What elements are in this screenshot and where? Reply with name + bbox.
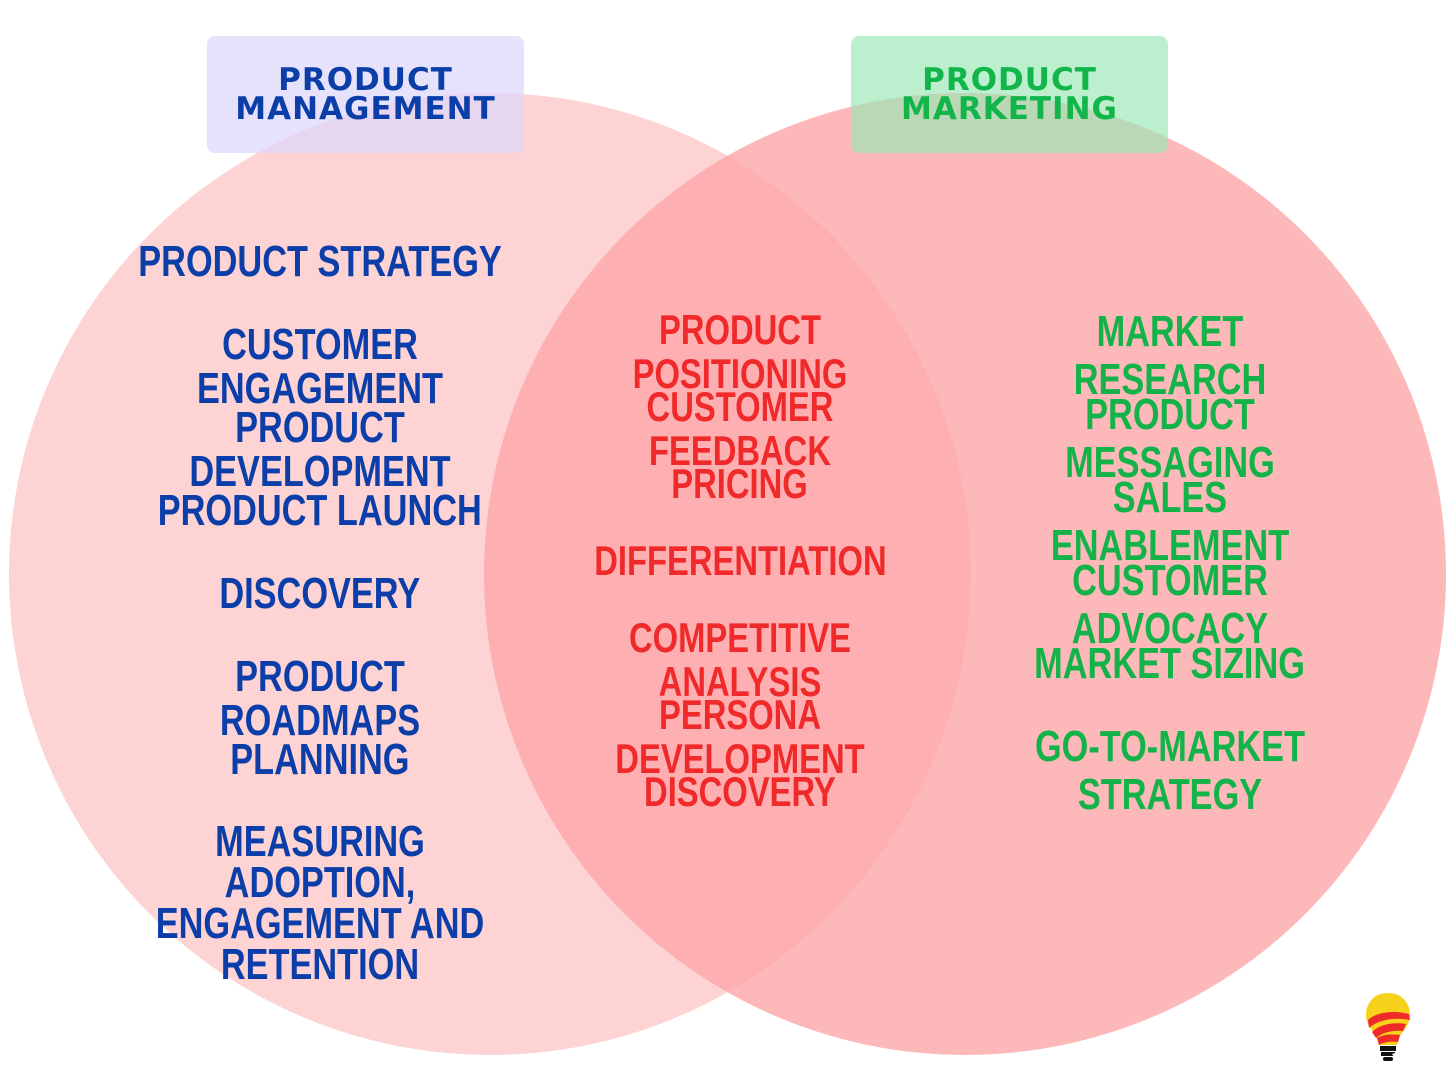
product-marketing-label-text: PRODUCT MARKETING xyxy=(901,61,1118,127)
marketing-item: SALES ENABLEMENT xyxy=(1050,473,1290,570)
pm-item: MEASURING ADOPTION, ENGAGEMENT AND RETEN… xyxy=(155,817,485,989)
marketing-item: MARKET SIZING xyxy=(1034,639,1306,688)
pm-item: PRODUCT STRATEGY xyxy=(138,237,502,286)
marketing-item: GO-TO-MARKET STRATEGY xyxy=(1034,722,1306,819)
pm-item: PRODUCT LAUNCH xyxy=(157,486,483,535)
marketing-item: PRODUCT MESSAGING xyxy=(1065,390,1275,487)
pm-item: PLANNING xyxy=(230,735,410,784)
pm-item: DISCOVERY xyxy=(219,569,421,618)
overlap-item: COMPETITIVE ANALYSIS xyxy=(628,614,852,705)
overlap-item: DIFFERENTIATION xyxy=(593,537,887,584)
overlap-item: DISCOVERY xyxy=(644,768,836,815)
overlap-list: PRODUCT POSITIONING CUSTOMER FEEDBACK PR… xyxy=(540,308,940,847)
pm-item: PRODUCT DEVELOPMENT xyxy=(189,403,451,496)
pm-item: CUSTOMER ENGAGEMENT xyxy=(197,320,443,413)
lightbulb-logo-icon xyxy=(1366,993,1410,1061)
product-management-label-text: PRODUCT MANAGEMENT xyxy=(235,61,496,127)
product-marketing-list: MARKET RESEARCH PRODUCT MESSAGING SALES … xyxy=(950,307,1390,819)
overlap-item: PRICING xyxy=(671,460,809,507)
overlap-item: CUSTOMER FEEDBACK xyxy=(646,383,834,474)
product-marketing-label: PRODUCT MARKETING xyxy=(851,36,1168,153)
product-management-label: PRODUCT MANAGEMENT xyxy=(207,36,524,153)
overlap-item: PRODUCT POSITIONING xyxy=(632,306,848,397)
marketing-item: MARKET RESEARCH xyxy=(1073,307,1267,404)
overlap-item: PERSONA DEVELOPMENT xyxy=(615,691,865,782)
product-management-list: PRODUCT STRATEGY CUSTOMER ENGAGEMENT PRO… xyxy=(80,237,560,989)
marketing-item: CUSTOMER ADVOCACY xyxy=(1071,556,1269,653)
product-marketing-circle xyxy=(484,93,1446,1055)
pm-item: PRODUCT ROADMAPS xyxy=(219,652,421,745)
